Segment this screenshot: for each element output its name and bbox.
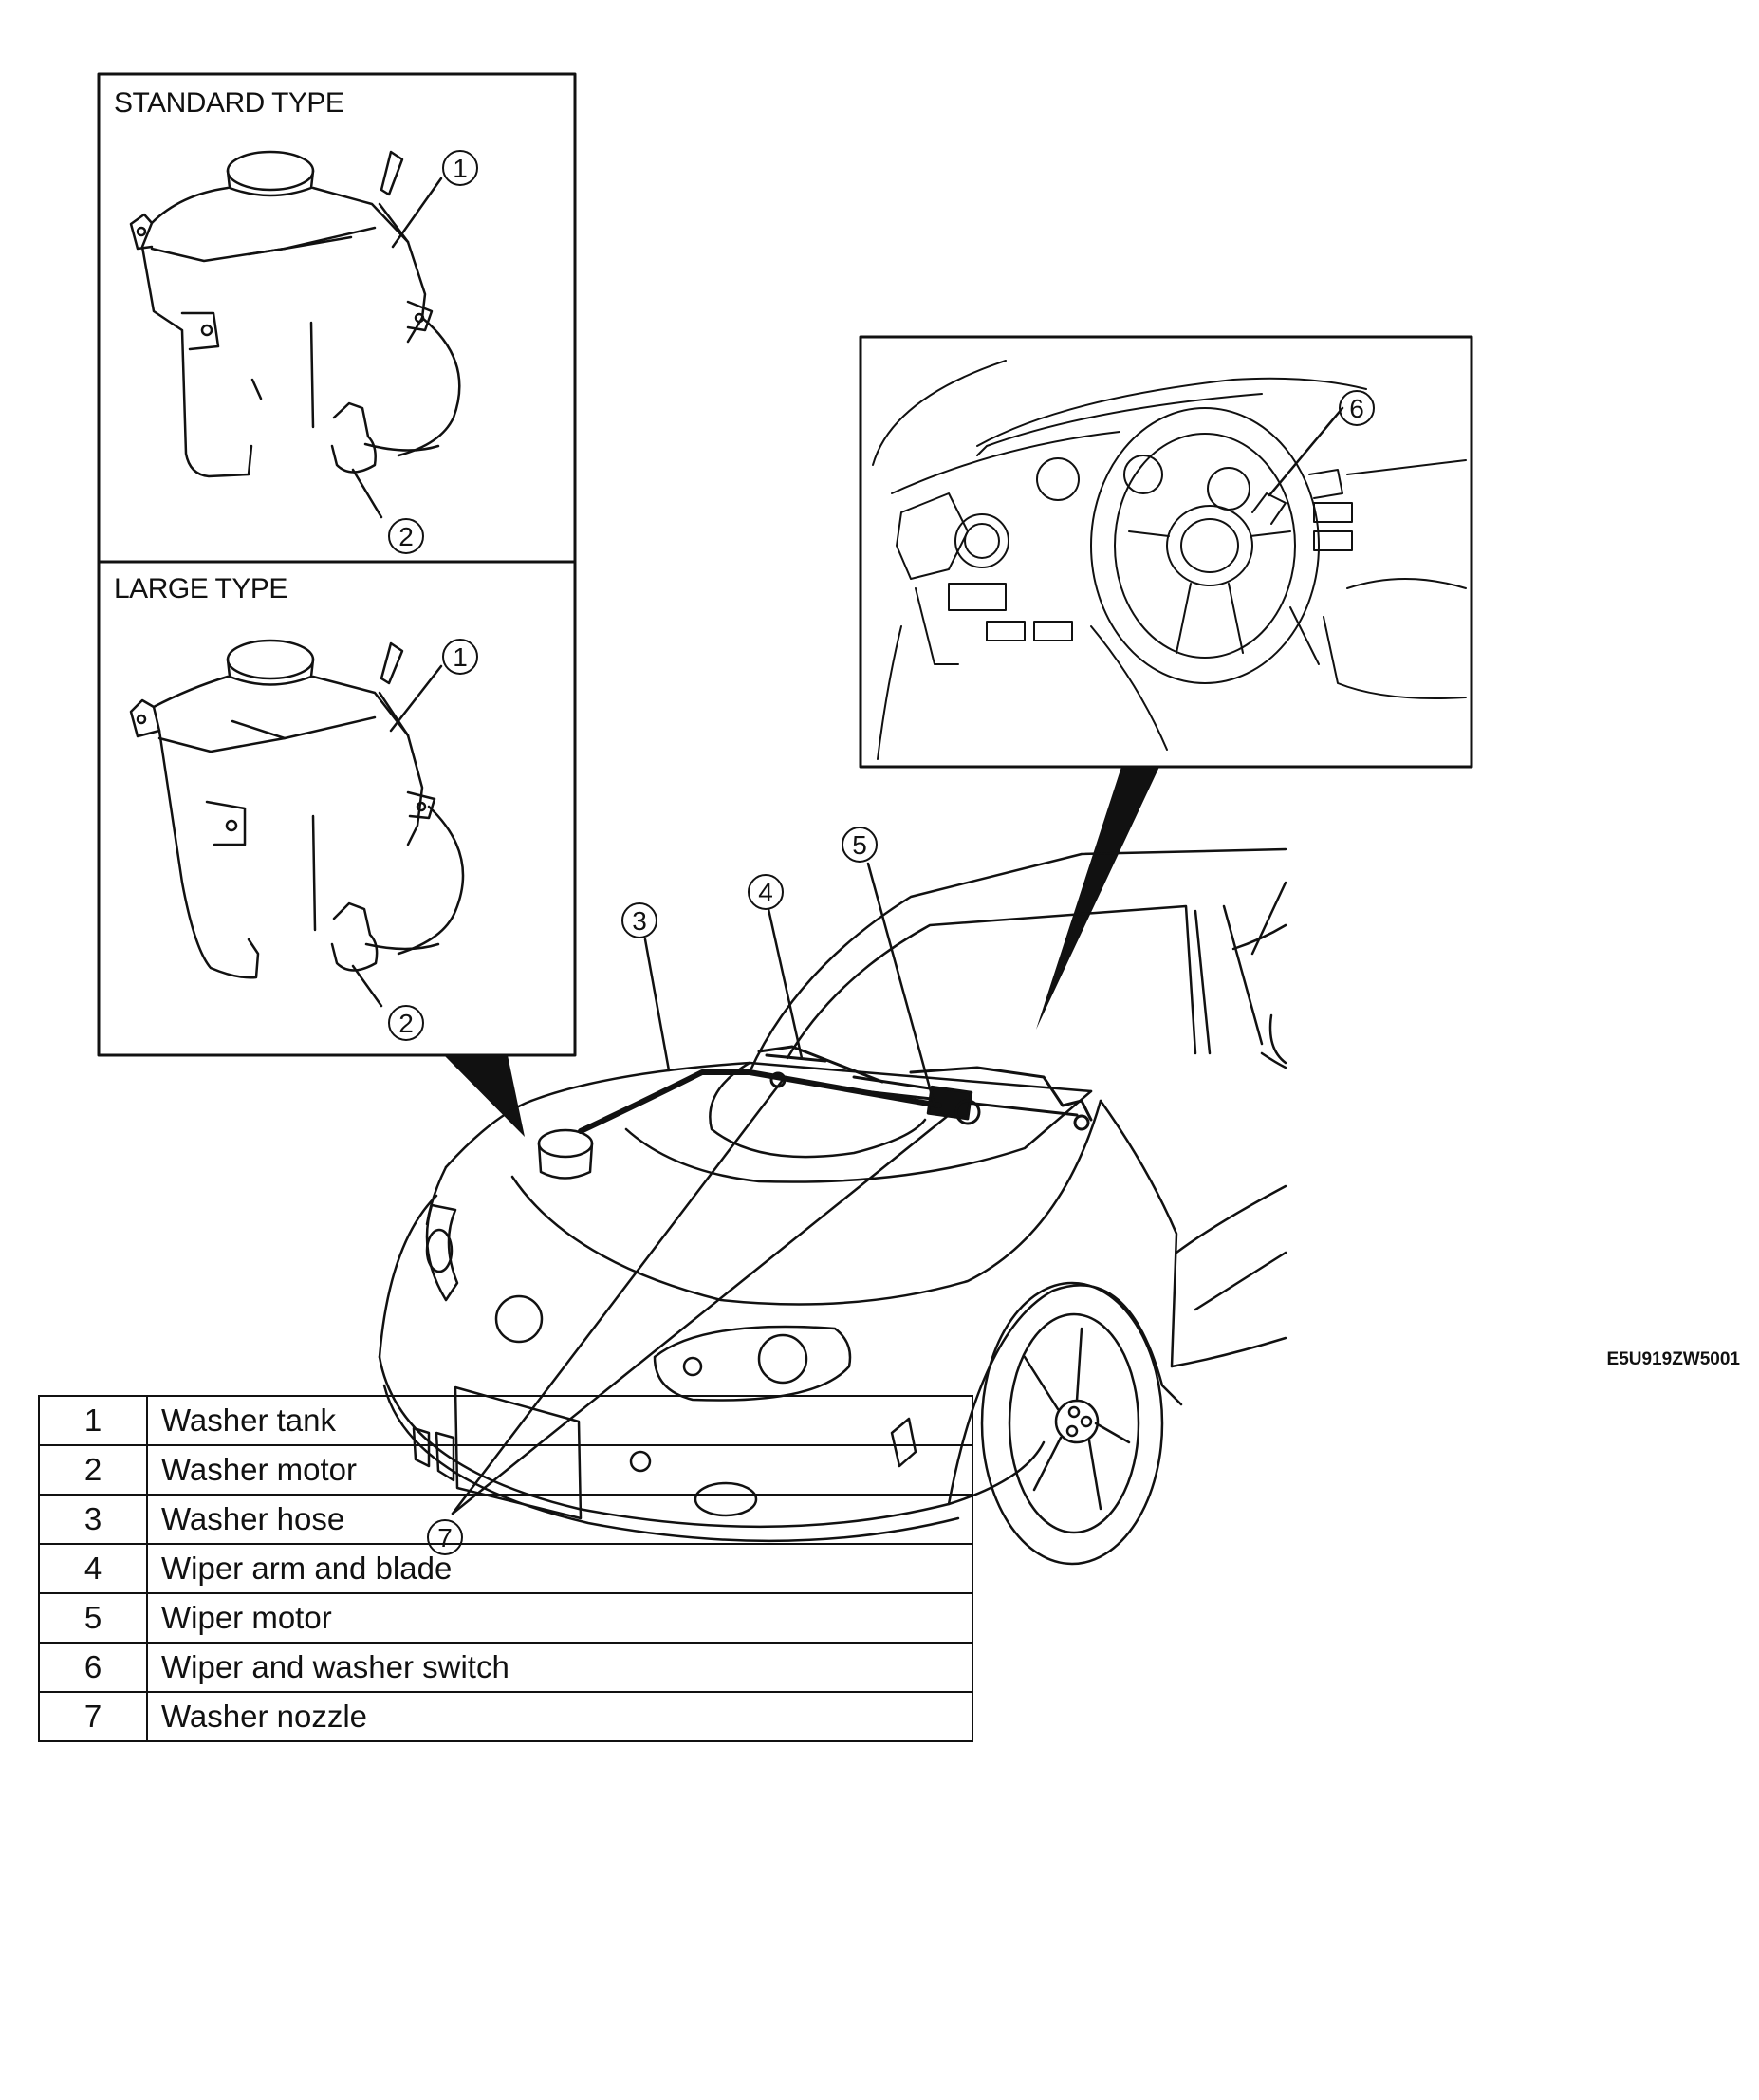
legend-number: 6 bbox=[38, 1642, 148, 1693]
legend-number: 3 bbox=[38, 1494, 148, 1545]
legend-label: Wiper and washer switch bbox=[146, 1642, 973, 1693]
large-washer-tank bbox=[129, 639, 465, 979]
dashboard-wiper-switch-illustration bbox=[872, 360, 1467, 760]
callout-label: 5 bbox=[852, 830, 867, 860]
callout-label: 4 bbox=[758, 878, 773, 907]
callout-label: 1 bbox=[453, 154, 468, 183]
callout-marker-1 bbox=[442, 150, 478, 186]
legend-label: Washer nozzle bbox=[146, 1691, 973, 1742]
legend-row: 6 Wiper and washer switch bbox=[38, 1642, 973, 1693]
callout-label: 2 bbox=[398, 522, 414, 551]
washer-hose bbox=[578, 1069, 942, 1134]
legend-row: 4 Wiper arm and blade bbox=[38, 1543, 973, 1594]
large-type-title: LARGE TYPE bbox=[114, 573, 287, 604]
callout-marker-1 bbox=[442, 639, 478, 675]
legend-number: 7 bbox=[38, 1691, 148, 1742]
wiper-assembly bbox=[757, 1045, 1093, 1131]
callout-label: 2 bbox=[398, 1009, 414, 1038]
legend-label: Washer motor bbox=[146, 1444, 973, 1496]
standard-washer-tank bbox=[129, 150, 461, 478]
legend-row: 2 Washer motor bbox=[38, 1444, 973, 1496]
figure-reference-code: E5U919ZW5001 bbox=[1606, 1349, 1740, 1369]
legend-number: 1 bbox=[38, 1395, 148, 1446]
standard-type-title: STANDARD TYPE bbox=[114, 87, 344, 119]
dashboard-inset-frame bbox=[859, 335, 1473, 769]
legend-label: Wiper motor bbox=[146, 1592, 973, 1644]
callout-marker-6 bbox=[1339, 390, 1375, 426]
legend-row: 5 Wiper motor bbox=[38, 1592, 973, 1644]
callout-markers bbox=[388, 150, 1375, 1555]
legend-label: Wiper arm and blade bbox=[146, 1543, 973, 1594]
legend-label: Washer hose bbox=[146, 1494, 973, 1545]
washer-tank-inset-frame bbox=[97, 72, 577, 1057]
callout-marker-3 bbox=[621, 902, 657, 938]
callout-marker-2 bbox=[388, 518, 424, 554]
legend-number: 4 bbox=[38, 1543, 148, 1594]
legend-row: 1 Washer tank bbox=[38, 1395, 973, 1446]
legend-row: 7 Washer nozzle bbox=[38, 1691, 973, 1742]
callout-label: 3 bbox=[632, 906, 647, 936]
dashboard-inset-pointer bbox=[1036, 767, 1159, 1030]
callout-marker-2 bbox=[388, 1005, 424, 1041]
callout-label: 1 bbox=[453, 642, 468, 672]
component-legend-table: 1 Washer tank 2 Washer motor 3 Washer ho… bbox=[38, 1395, 973, 1742]
legend-row: 3 Washer hose bbox=[38, 1494, 973, 1545]
legend-number: 5 bbox=[38, 1592, 148, 1644]
callout-label: 6 bbox=[1349, 394, 1364, 423]
tank-inset-pointer bbox=[444, 1055, 525, 1137]
callout-marker-5 bbox=[842, 827, 878, 863]
callout-marker-4 bbox=[748, 874, 784, 910]
legend-label: Washer tank bbox=[146, 1395, 973, 1446]
legend-number: 2 bbox=[38, 1444, 148, 1496]
